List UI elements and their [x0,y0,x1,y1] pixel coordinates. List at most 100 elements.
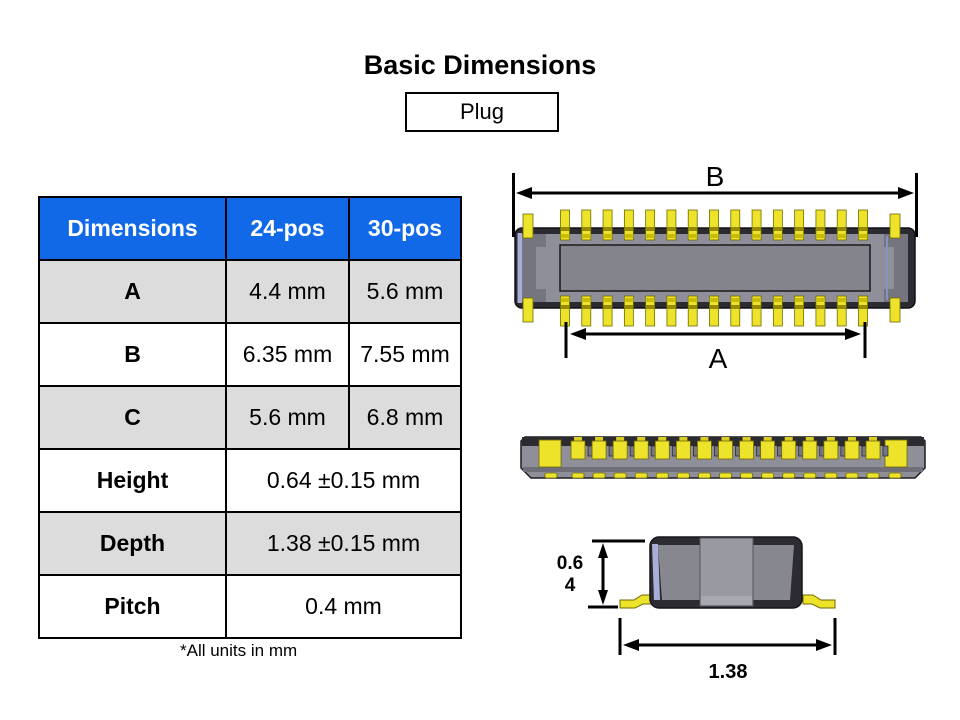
connector-pin [560,209,570,241]
connector-pin [836,295,847,327]
connector-pin [603,227,613,231]
connector-pin [815,298,825,302]
cell-24pos: 5.6 mm [225,385,350,450]
table-row-a: A 4.4 mm 5.6 mm [38,259,462,324]
front-center-panel [699,537,754,607]
dim-height-label-line1: 0.6 [557,553,583,574]
connector-pin [773,227,783,231]
connector-pin [522,297,534,323]
connector-pin [730,227,740,231]
connector-pin [560,227,570,231]
connector-pin [560,298,570,302]
connector-pin [882,445,889,457]
connector-pin [858,209,868,241]
connector-pin [782,472,796,479]
connector-left-edge-highlight [517,233,522,303]
connector-pin [709,298,719,302]
connector-pin [721,437,730,443]
dim-a-arrow-right-icon [845,328,861,340]
row-label: A [38,259,227,324]
connector-pin [740,472,753,479]
connector-pin [624,298,634,302]
pin-row-top [522,209,901,241]
connector-pin [752,227,762,231]
connector-pin [837,227,847,231]
table-row-height: Height 0.64 ±0.15 mm [38,448,462,513]
dim-width-label: 1.38 [709,661,748,683]
connector-pin [709,305,719,309]
front-left-edge-highlight [652,544,660,600]
connector-pin [675,440,691,460]
cell-24pos: 4.4 mm [225,259,350,324]
connector-pin [826,437,835,443]
connector-pin [688,227,698,231]
dim-height-arrow-bottom-icon [598,590,608,605]
connector-pin [581,209,592,241]
row-label: C [38,385,227,450]
connector-pin [751,209,762,241]
connector-pin [869,437,877,443]
connector-pin [847,437,856,443]
dim-height-arrow-top-icon [598,543,608,558]
connector-pin [742,437,751,443]
connector-pin [676,472,690,479]
connector-pin [794,234,804,238]
connector-pin [889,213,901,239]
connector-pin [616,437,625,443]
connector-pin [623,209,634,241]
table-row-pitch: Pitch 0.4 mm [38,574,462,639]
connector-pin [603,298,613,302]
connector-pin [858,298,868,302]
front-center-panel-base [701,596,752,605]
connector-pin [709,209,719,241]
connector-pin [837,305,847,309]
dim-b-arrow-right-icon [898,187,914,199]
connector-pin [815,234,825,238]
connector-center-slot [559,244,871,292]
connector-top-body [514,227,916,309]
dim-b-arrow-left-icon [516,187,532,199]
connector-pin [698,472,711,479]
connector-pin [654,440,670,460]
side-lower-band [523,467,923,472]
connector-pin [815,305,825,309]
connector-pin [858,227,868,231]
connector-pin [592,472,606,479]
connector-pin [823,440,839,460]
connector-pin [772,209,783,241]
connector-left-notch [536,247,548,289]
connector-pin [772,295,783,327]
variant-label-box: Plug [405,92,559,132]
dim-b-label: B [706,161,725,192]
connector-pin [581,295,592,327]
connector-pin [687,209,698,241]
page-title: Basic Dimensions [363,50,597,80]
connector-pin [645,298,655,302]
connector-pin [603,234,613,238]
connector-pin [718,440,733,460]
connector-pin [803,472,817,479]
connector-pin [730,298,740,302]
connector-pin [634,472,648,479]
table-row-b: B 6.35 mm 7.55 mm [38,322,462,387]
connector-pin [781,440,797,460]
connector-pin [889,297,901,323]
connector-pin [815,295,826,327]
dimensions-table: Dimensions 24-pos 30-pos A 4.4 mm 5.6 mm… [38,196,462,639]
connector-pin [602,295,613,327]
connector-pin [802,440,818,460]
dim-a-arrow-left-icon [570,328,586,340]
connector-pin [666,227,676,231]
connector-pin [571,472,585,479]
plug-top-view-diagram: B A [512,161,918,374]
connector-pin [858,234,868,238]
row-label: Height [38,448,227,513]
connector-pin [612,440,628,460]
connector-pin [709,227,719,231]
row-label: Pitch [38,574,227,639]
cell-30pos: 7.55 mm [348,322,462,387]
connector-pin [633,440,649,460]
connector-pin [858,295,868,327]
connector-pin [591,440,607,460]
